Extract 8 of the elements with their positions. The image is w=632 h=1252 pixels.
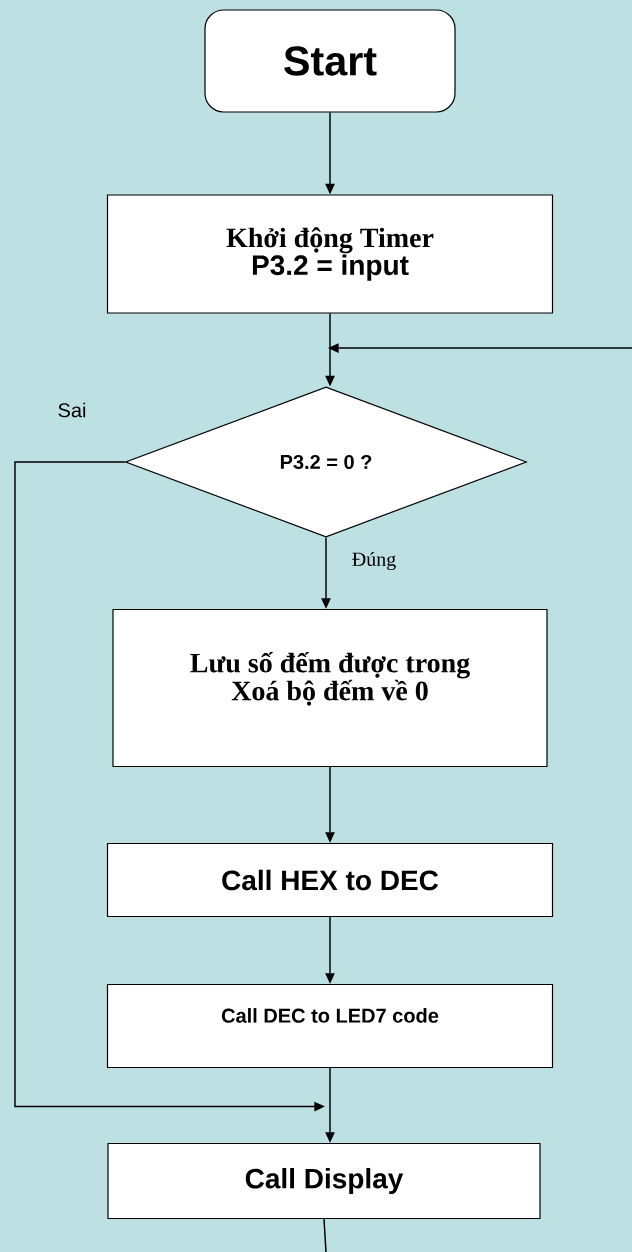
process-box: Call DEC to LED7 code <box>106 983 554 1069</box>
start-terminal: Start <box>204 9 456 113</box>
process-box: Call Display <box>107 1142 541 1220</box>
edge-label: Sai <box>56 401 88 419</box>
process-box: Khởi động Timer P3.2 = input <box>106 194 554 314</box>
process-box: Call HEX to DEC <box>106 842 554 918</box>
process-box: Lưu số đếm được trong Xoá bộ đếm về 0 <box>112 608 548 768</box>
edge-label: Đúng <box>350 550 398 572</box>
